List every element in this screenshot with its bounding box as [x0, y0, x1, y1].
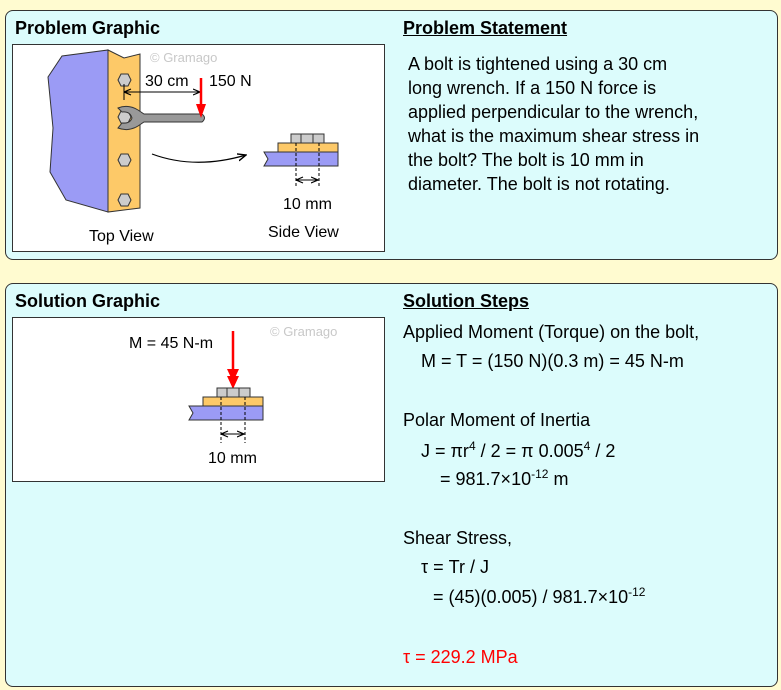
step-part: J = πr [421, 441, 469, 461]
side-view-label: Side View [268, 224, 339, 241]
bolt-icons [117, 73, 132, 207]
step-line: J = πr4 / 2 = π 0.0054 / 2 [421, 439, 615, 462]
step-part: = (45)(0.005) / 981.7×10 [433, 587, 629, 607]
statement-line: long wrench. If a 150 N force is [408, 78, 657, 98]
force-label: 150 N [209, 73, 252, 90]
answer: τ = 229.2 MPa [403, 647, 518, 667]
watermark: © Gramago [150, 50, 217, 65]
solution-steps-title: Solution Steps [403, 291, 529, 311]
solution-graphic [12, 317, 385, 482]
statement-line: applied perpendicular to the wrench, [408, 102, 699, 122]
step-line: = (45)(0.005) / 981.7×10-12 [433, 585, 645, 608]
top-view-label: Top View [89, 228, 154, 245]
step-part: = 981.7×10 [440, 469, 532, 489]
step-part: / 2 = π 0.005 [475, 441, 584, 461]
view-arrow [151, 154, 246, 163]
diameter-label: 10 mm [208, 450, 257, 467]
wrench [117, 105, 205, 131]
step-part: m [548, 469, 569, 489]
length-label: 30 cm [145, 73, 189, 90]
diameter-label: 10 mm [283, 196, 332, 213]
exponent: -12 [628, 585, 646, 599]
step-line: Applied Moment (Torque) on the bolt, [403, 322, 700, 342]
exponent: 4 [468, 439, 476, 453]
solution-bolt [188, 387, 264, 443]
exponent: 4 [583, 439, 591, 453]
exponent: -12 [531, 467, 549, 481]
statement-line: what is the maximum shear stress in [408, 126, 700, 146]
problem-statement-title: Problem Statement [403, 18, 568, 38]
solution-graphic-title: Solution Graphic [15, 291, 161, 311]
statement-line: A bolt is tightened using a 30 cm [408, 54, 668, 74]
step-line: M = T = (150 N)(0.3 m) = 45 N-m [421, 351, 684, 371]
statement-line: diameter. The bolt is not rotating. [408, 174, 670, 194]
step-line: τ = Tr / J [421, 557, 489, 577]
step-line: = 981.7×10-12 m [440, 467, 568, 490]
step-line: Polar Moment of Inertia [403, 410, 591, 430]
moment-label: M = 45 N-m [129, 335, 213, 352]
step-part: / 2 [590, 441, 616, 461]
watermark: © Gramago [270, 324, 337, 339]
wall-plate [47, 49, 109, 213]
problem-graphic-title: Problem Graphic [15, 18, 161, 38]
step-line: Shear Stress, [403, 528, 513, 548]
side-view-bolt [263, 133, 339, 188]
statement-line: the bolt? The bolt is 10 mm in [408, 150, 644, 170]
